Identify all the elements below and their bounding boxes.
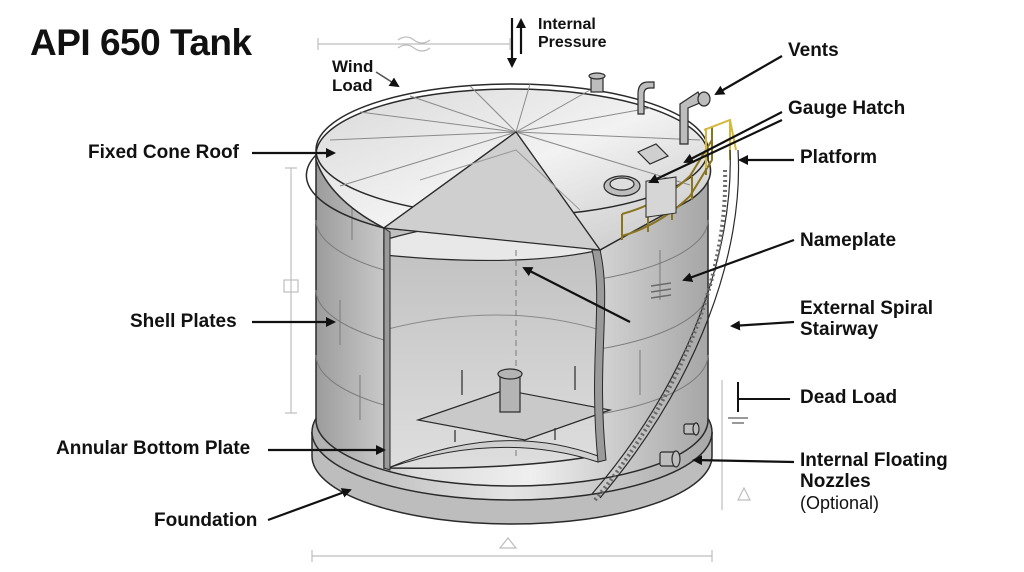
- arrow-nameplate: [682, 238, 795, 282]
- gauge-hatch-assembly: [603, 143, 670, 197]
- dimension-lines: [283, 36, 751, 562]
- wind-load-line1: Wind: [332, 57, 374, 76]
- nozzles: [659, 422, 700, 468]
- external-spiral-stairway-label: External Spiral Stairway: [800, 298, 933, 341]
- internal-floating-nozzles-label: Internal Floating Nozzles (Optional): [800, 450, 948, 513]
- shell-cut-edge-right: [591, 249, 607, 463]
- spiral-stairway: [591, 149, 740, 502]
- dead-load-symbol: [728, 382, 790, 424]
- arrow-stairway: [730, 320, 795, 331]
- vents-label: Vents: [788, 40, 839, 61]
- internal-pressure-line1: Internal: [538, 16, 596, 33]
- arrow-nozzles: [692, 455, 795, 466]
- stairway-line2: Stairway: [800, 319, 879, 341]
- internal-pressure-line2: Pressure: [538, 33, 607, 51]
- wind-load-line2: Load: [332, 76, 373, 96]
- weight-icon: [737, 486, 751, 501]
- nozzles-line2: Nozzles: [800, 471, 871, 493]
- arrow-vents: [714, 55, 783, 95]
- leader-arrows: [252, 18, 795, 522]
- wind-icon: [397, 36, 431, 44]
- nameplate: [645, 176, 677, 299]
- diagram-title: API 650 Tank: [30, 22, 252, 63]
- nozzles-line1: Internal Floating: [800, 450, 948, 471]
- internal-pressure-label: Internal Pressure: [538, 16, 607, 52]
- dead-load-label: Dead Load: [800, 387, 898, 408]
- optional-note: (Optional): [800, 492, 880, 513]
- nameplate-label: Nameplate: [800, 230, 897, 251]
- roof-vents: [588, 72, 711, 145]
- annular-bottom-plate-label: Annular Bottom Plate: [56, 438, 251, 459]
- gauge-hatch-label: Gauge Hatch: [788, 98, 906, 119]
- arrow-wind-load: [375, 71, 400, 88]
- cutaway-interior: [383, 221, 613, 469]
- wind-load-label: Wind Load: [332, 57, 373, 95]
- fixed-cone-roof-label: Fixed Cone Roof: [88, 142, 239, 163]
- load-icon: [498, 537, 518, 549]
- pressure-gauge-icon: [283, 279, 299, 293]
- arrow-foundation: [267, 488, 352, 522]
- platform-label: Platform: [800, 147, 878, 168]
- floor-supports: [415, 366, 613, 442]
- arrow-gauge-hatch: [683, 111, 783, 163]
- shell-cut-edge-left: [383, 227, 391, 471]
- stairway-line1: External Spiral: [800, 298, 934, 319]
- shell-plates-label: Shell Plates: [130, 311, 237, 332]
- cone-roof: [305, 83, 712, 251]
- foundation-label: Foundation: [154, 510, 258, 531]
